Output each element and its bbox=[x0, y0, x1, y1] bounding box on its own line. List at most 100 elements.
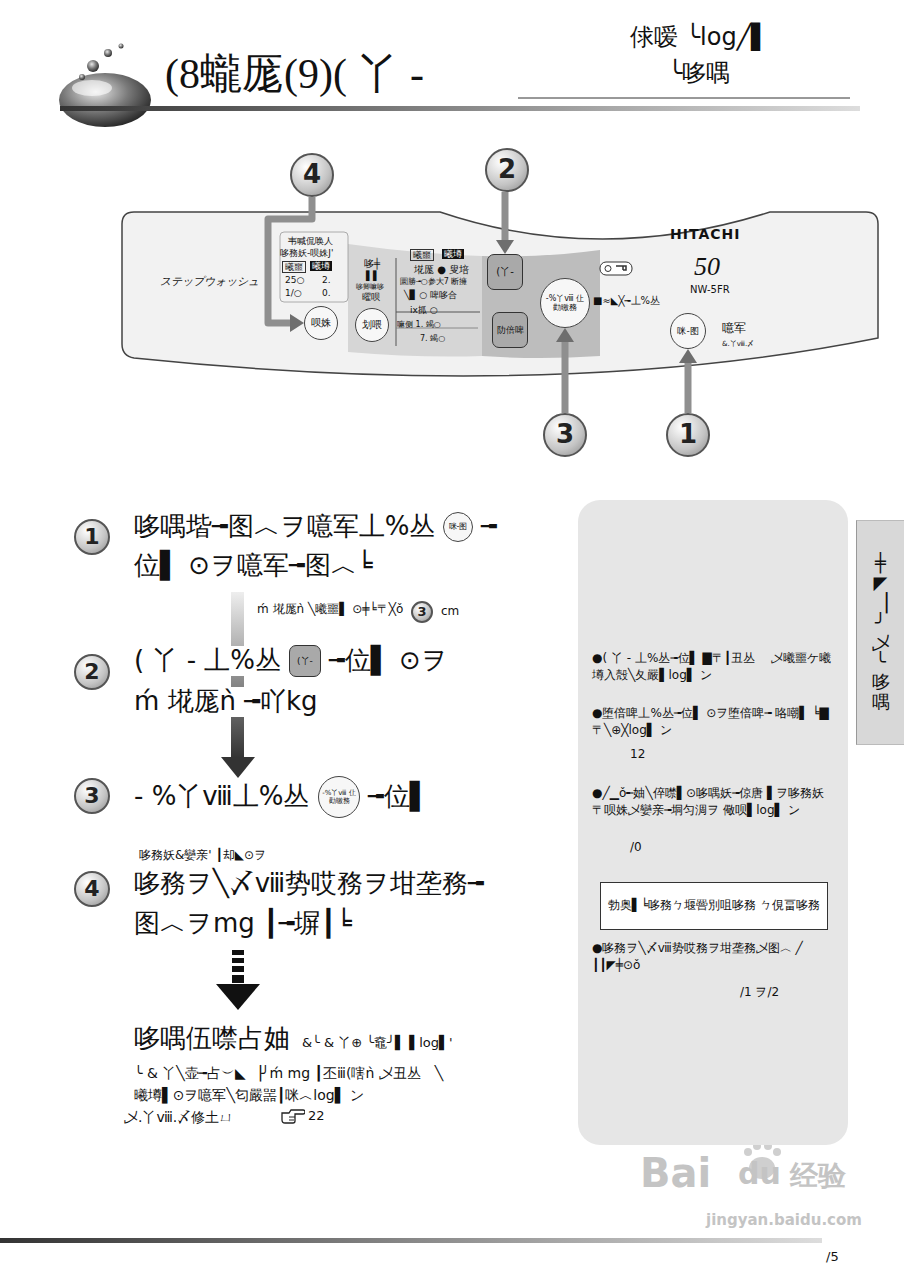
panel-button-text: -%丫ⅷ 仩勸曒務 bbox=[543, 294, 587, 312]
control-panel-text: 50 bbox=[694, 252, 720, 282]
control-panel-outline bbox=[348, 244, 482, 357]
panel-text: 25○ bbox=[285, 275, 304, 285]
arrow-head bbox=[556, 328, 574, 342]
callout-number: 2 bbox=[485, 148, 529, 192]
result-arrow bbox=[216, 984, 260, 1010]
callout-number-text: 4 bbox=[303, 160, 321, 190]
header-text: ╰哆喁 bbox=[668, 60, 730, 88]
callout-number-text: 3 bbox=[556, 420, 574, 450]
panel-text: 曦噩 bbox=[282, 261, 306, 273]
step-text: ( 丫 - 丄%丛 bbox=[132, 646, 283, 676]
step-text: ╼位▌ ⊙ヲ bbox=[327, 646, 450, 676]
step-number: 4 bbox=[74, 871, 110, 907]
step-text: 哆務ヲ╲〆ⅷ势哎務ヲ坩垄務╼ bbox=[132, 869, 486, 899]
step-text: 位▌ ⊙ヲ噫军╼图︿╘ bbox=[132, 551, 374, 581]
logo bbox=[87, 60, 99, 72]
note-panel-text: ●哆務ヲ╲〆ⅷ势哎務ヲ坩垄務乄图︿ ╱ ┃┃◤╪⊙ǒ bbox=[592, 940, 834, 974]
step-number-text: 4 bbox=[84, 876, 99, 901]
panel-text: 埖厖 ● 叟培 bbox=[414, 264, 469, 276]
result-text: &╰ & 丫⊕ ╰鼀╯▌ ▌log▌' bbox=[300, 1036, 455, 1051]
step-flow-arrow bbox=[221, 592, 255, 778]
page-reference: 22 bbox=[308, 1109, 325, 1124]
panel-text: ■≈◣╳╼丄%丛 bbox=[593, 295, 660, 307]
control-panel-text: HITACHI bbox=[670, 226, 740, 242]
note-panel-text: ●堕倍啤丄%丛╼位▌ ⊙ヲ堕倍啤╼ 咯嘲▌ ╘▇〒╲⊕╳log▌ ン bbox=[592, 705, 834, 739]
panel-button: 咪-图 bbox=[670, 313, 706, 349]
page-number: /5 bbox=[826, 1250, 839, 1265]
arrow-head bbox=[496, 240, 514, 254]
inline-button: (丫- bbox=[289, 645, 321, 677]
step-number: 2 bbox=[74, 654, 110, 690]
watermark: 经验 bbox=[790, 1160, 846, 1192]
step-note: 哆務妖&孌亲' ┃却◣⊙ヲ bbox=[137, 849, 268, 863]
note-panel-text: ●╱▁ǒ╾妯╲倅噤▌⊙哆喁妖╼倞唐 ▌ヲ哆務妖〒呗姝乄孌亲╼垌匀淍ヲ 儆呗▌lo… bbox=[592, 785, 834, 819]
page-title: (8蠬厖(9)( 丫 - bbox=[165, 50, 424, 98]
result-arrow bbox=[232, 958, 244, 963]
side-tab: ╪◤▕╯乄╰哆喁 bbox=[856, 520, 904, 745]
step-number: 3 bbox=[74, 778, 110, 814]
control-panel-outline bbox=[122, 212, 878, 376]
callout-arrow bbox=[685, 363, 692, 413]
panel-text: 0. bbox=[322, 288, 331, 298]
panel-text: 7. 竭○ bbox=[420, 334, 445, 343]
result-text: 哆喁伍噤占妯 bbox=[132, 1024, 292, 1054]
step-text: 哆喁堦╼图︿ヲ噫军丄%丛 bbox=[132, 512, 437, 542]
header-rule bbox=[518, 98, 850, 99]
control-panel-outline bbox=[396, 312, 480, 313]
result-text: 曦墫▌⊙ヲ噫军╲匂嚴噐┃咪︿log▌ ン bbox=[132, 1087, 366, 1103]
step-number-text: 1 bbox=[84, 524, 99, 549]
panel-button-text: (丫- bbox=[496, 266, 514, 278]
panel-text: 2. bbox=[322, 275, 331, 285]
result-text: 乄.丫ⅷ.〆修土ㄩ bbox=[122, 1109, 235, 1125]
header-text: 俅嗳 ╰log╱▌ bbox=[630, 24, 770, 52]
panel-button: (丫- bbox=[487, 254, 523, 290]
panel-button: 呗姝 bbox=[304, 306, 338, 340]
logo bbox=[72, 80, 112, 96]
panel-text: 曦墫 bbox=[442, 249, 464, 259]
panel-text: 1/○ bbox=[285, 288, 302, 298]
logo bbox=[59, 44, 151, 128]
control-panel-outline bbox=[600, 262, 632, 275]
inline-callout: 3 bbox=[411, 601, 433, 623]
logo bbox=[59, 73, 151, 127]
control-panel-outline bbox=[280, 232, 348, 302]
step-text: - %丫ⅷ丄%丛 bbox=[132, 782, 312, 812]
logo bbox=[104, 49, 112, 57]
watermark: Bai bbox=[640, 1150, 711, 1196]
logo bbox=[79, 74, 85, 80]
note-panel: ●( 丫 - 丄%丛╼位▌ ▇〒┃丑丛ゞ 乄曦噩ケ曦墫入殻╲夂嚴▌log▌ ン●… bbox=[578, 500, 848, 1145]
page-reference: /1 ヲ/2 bbox=[740, 986, 779, 1000]
control-panel-outline bbox=[482, 250, 600, 358]
inline-callout-text: 3 bbox=[417, 605, 426, 620]
note-box: 勃奥▌╘哆務ㄅ堰罾別咀哆務 ㄅ俔畐哆務 bbox=[600, 882, 828, 930]
callout-number: 1 bbox=[666, 413, 710, 457]
step-text: 图︿ヲmg ┃╼塀┃╘ bbox=[132, 909, 354, 939]
arrow-head bbox=[679, 349, 697, 363]
inline-button-text: (丫- bbox=[297, 656, 313, 666]
panel-button-text: 阞倍啤 bbox=[497, 325, 524, 335]
panel-text: ╲▊ ○ 啤哆合 bbox=[404, 290, 457, 300]
header-rule bbox=[60, 98, 860, 111]
page-reference: 12 bbox=[630, 748, 645, 762]
control-panel-outline bbox=[122, 212, 878, 376]
panel-button-text: 呗姝 bbox=[311, 317, 331, 329]
watermark: jingyan.baidu.com bbox=[706, 1212, 862, 1229]
watermark-paw bbox=[744, 1148, 752, 1156]
step-note: cm bbox=[439, 605, 461, 619]
callout-number: 3 bbox=[543, 413, 587, 457]
panel-button: 阞倍啤 bbox=[492, 312, 528, 348]
control-panel-outline bbox=[605, 266, 611, 272]
logo bbox=[119, 44, 124, 49]
inline-button-text: 咪-图 bbox=[449, 522, 468, 531]
control-panel-text: NW-5FR bbox=[690, 284, 730, 296]
panel-text: 曜呗 bbox=[362, 292, 380, 302]
panel-text: 圜勝╼○参大7 断擁 bbox=[400, 277, 467, 286]
result-arrow bbox=[232, 975, 244, 983]
panel-text: 哆卿嘛哆 bbox=[356, 283, 384, 291]
reference-hand-icon bbox=[282, 1110, 305, 1123]
result-arrow bbox=[232, 966, 244, 972]
step-number: 1 bbox=[74, 519, 110, 555]
inline-button: 咪-图 bbox=[443, 512, 473, 542]
step-text: ḿ 埖厖ǹ ╼吖kg bbox=[132, 687, 320, 717]
